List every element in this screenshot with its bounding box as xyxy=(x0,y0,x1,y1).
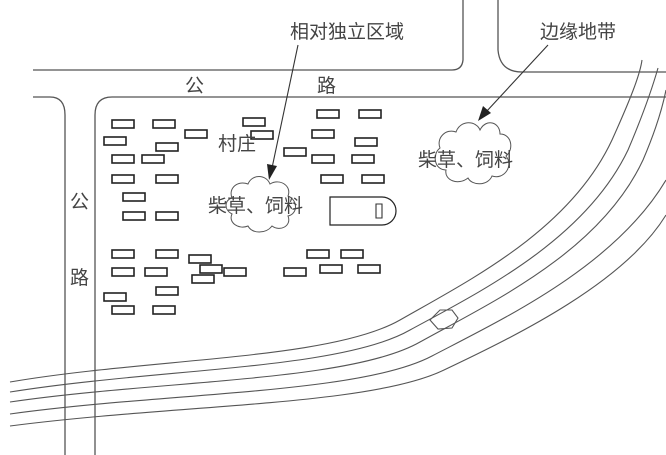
house xyxy=(111,154,135,164)
house xyxy=(122,192,146,202)
label-fodder-center: 柴草、饲料 xyxy=(208,195,303,217)
left-road-inner-edge xyxy=(94,96,119,455)
edge-zone-leader xyxy=(485,44,549,113)
river-line-5 xyxy=(9,214,666,427)
house xyxy=(242,117,266,127)
edge-zone-arrowhead xyxy=(478,106,491,121)
river-island xyxy=(429,309,459,330)
label-top-road-lu: 路 xyxy=(317,75,336,97)
house xyxy=(155,211,179,221)
river-line-1 xyxy=(9,59,643,383)
fodder-pile-center-icon xyxy=(225,176,296,233)
house xyxy=(103,292,127,302)
house xyxy=(357,264,381,274)
leader-lines xyxy=(267,44,549,180)
independent-zone-arrowhead xyxy=(267,164,277,180)
label-village: 村庄 xyxy=(218,133,256,155)
house xyxy=(111,174,135,184)
house xyxy=(111,249,135,259)
river-lines xyxy=(9,59,666,427)
label-independent-zone: 相对独立区域 xyxy=(290,21,404,43)
house xyxy=(188,254,212,264)
house xyxy=(283,147,307,157)
house xyxy=(319,264,343,274)
house xyxy=(311,129,335,139)
house xyxy=(250,130,274,140)
house xyxy=(358,109,382,119)
label-fodder-right: 柴草、饲料 xyxy=(418,149,513,171)
house xyxy=(283,267,307,277)
house xyxy=(122,211,146,221)
house xyxy=(191,274,215,284)
independent-zone-leader xyxy=(271,44,299,169)
house xyxy=(111,119,135,129)
river-line-3 xyxy=(9,89,666,403)
house xyxy=(103,136,127,146)
house xyxy=(152,119,176,129)
house xyxy=(144,267,168,277)
house xyxy=(152,305,176,315)
house xyxy=(184,129,208,139)
storage-building xyxy=(329,196,397,226)
river-line-2 xyxy=(9,67,659,393)
house xyxy=(155,142,179,152)
storage-building-outline xyxy=(329,196,397,226)
top-road-upper-edge xyxy=(33,0,464,71)
house xyxy=(199,264,223,274)
label-left-road-lu: 路 xyxy=(70,267,89,289)
label-top-road-gong: 公 xyxy=(185,75,204,97)
house xyxy=(111,267,135,277)
house xyxy=(340,249,364,259)
fodder-pile-right-icon xyxy=(434,122,512,185)
house xyxy=(361,174,385,184)
storage-building-door xyxy=(375,203,383,219)
house xyxy=(155,174,179,184)
text-labels: 相对独立区域 边缘地带 公 路 公 路 村庄 柴草、饲料 柴草、饲料 xyxy=(70,21,616,289)
roads xyxy=(33,0,666,455)
house xyxy=(141,154,165,164)
house xyxy=(316,109,340,119)
left-road-outer-edge xyxy=(33,96,66,455)
label-edge-zone: 边缘地带 xyxy=(540,21,616,43)
house xyxy=(155,286,179,296)
house xyxy=(306,249,330,259)
house xyxy=(111,305,135,315)
right-branch-road-left-edge xyxy=(497,0,666,73)
house xyxy=(223,267,247,277)
house xyxy=(351,154,375,164)
house xyxy=(354,137,378,147)
house xyxy=(155,249,179,259)
village-houses xyxy=(103,109,385,315)
label-left-road-gong: 公 xyxy=(70,191,89,213)
river-line-4 xyxy=(9,179,666,415)
house xyxy=(311,154,335,164)
house xyxy=(320,174,344,184)
